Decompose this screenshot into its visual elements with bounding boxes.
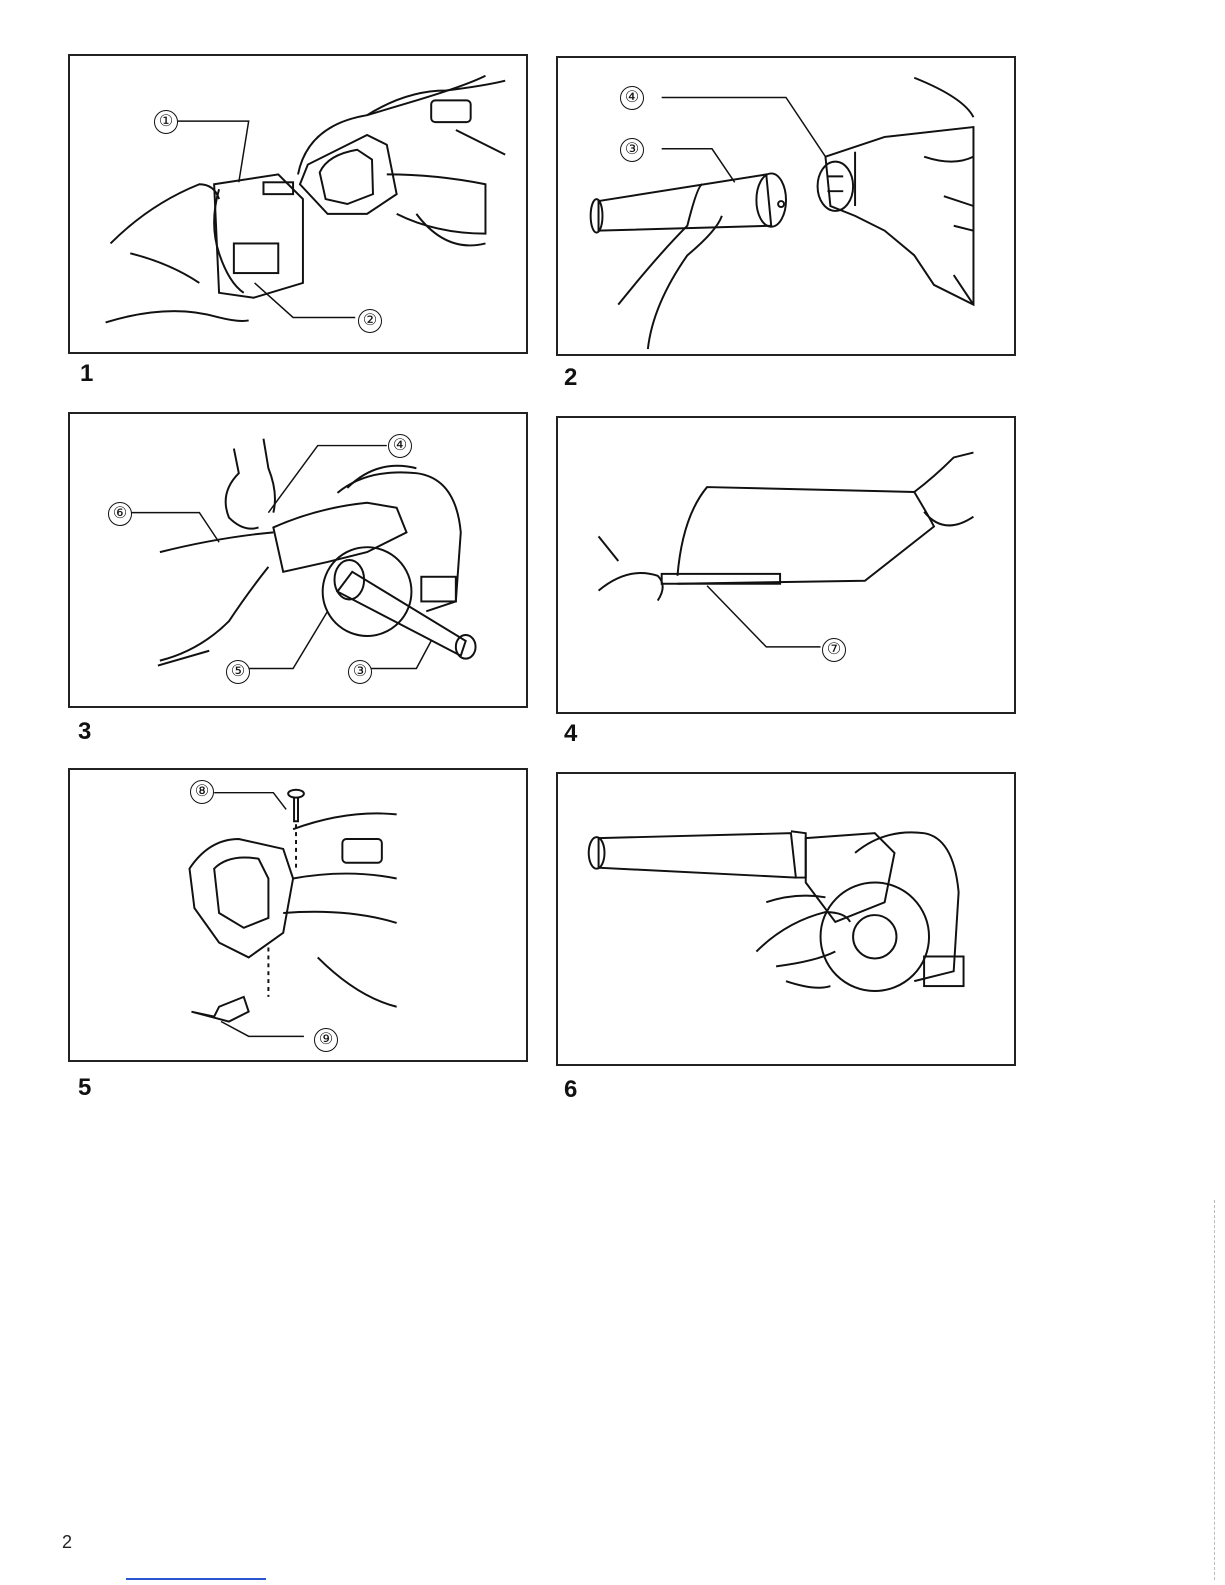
- figure-6-illustration: [558, 774, 1014, 1064]
- figure-3-illustration: [70, 414, 526, 706]
- figure-4-illustration: [558, 418, 1014, 712]
- figure-6-panel: [556, 772, 1016, 1066]
- figure-5-callout-9: ⑨: [314, 1028, 338, 1052]
- figure-5-illustration: [70, 770, 526, 1060]
- bottom-link-underline: [126, 1578, 266, 1580]
- figure-1-callout-1: ①: [154, 110, 178, 134]
- figure-2-callout-3: ③: [620, 138, 644, 162]
- figure-2-callout-4: ④: [620, 86, 644, 110]
- figure-3-callout-4: ④: [388, 434, 412, 458]
- figure-3-callout-6: ⑥: [108, 502, 132, 526]
- figure-6-number: 6: [564, 1078, 577, 1102]
- figure-1-callout-2: ②: [358, 309, 382, 333]
- figure-3-number: 3: [78, 720, 91, 744]
- figure-4-panel: ⑦: [556, 416, 1016, 714]
- figure-2-panel: ④ ③: [556, 56, 1016, 356]
- figure-1-illustration: [70, 56, 526, 352]
- figure-3-callout-5: ⑤: [226, 660, 250, 684]
- right-edge-mark: [1213, 1200, 1215, 1580]
- figure-1-panel: ① ②: [68, 54, 528, 354]
- figure-5-panel: ⑧ ⑨: [68, 768, 528, 1062]
- figure-5-callout-8: ⑧: [190, 780, 214, 804]
- figure-4-number: 4: [564, 722, 577, 746]
- figure-4-callout-7: ⑦: [822, 638, 846, 662]
- figure-1-number: 1: [80, 362, 93, 386]
- figure-5-number: 5: [78, 1076, 91, 1100]
- figure-2-number: 2: [564, 366, 577, 390]
- figure-3-panel: ④ ⑥ ⑤ ③: [68, 412, 528, 708]
- page-number: 2: [62, 1532, 72, 1553]
- figure-3-callout-3: ③: [348, 660, 372, 684]
